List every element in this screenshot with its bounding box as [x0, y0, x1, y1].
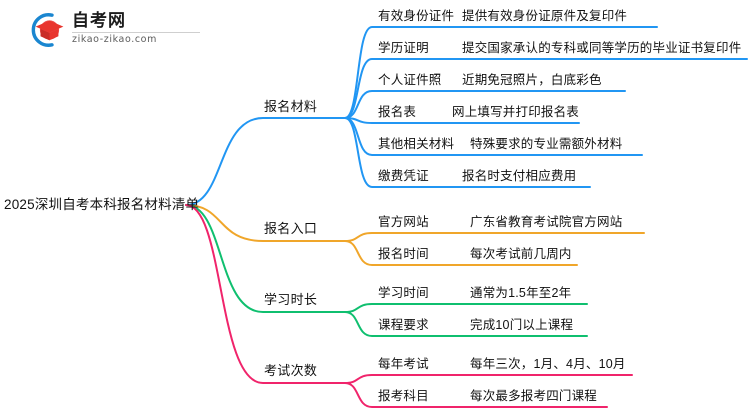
leaf-key[interactable]: 缴费凭证 [378, 169, 429, 183]
root-node-label: 2025深圳自考本科报名材料清单 [4, 197, 200, 212]
leaf-value: 报名时支付相应费用 [462, 169, 577, 183]
leaf-key[interactable]: 报名时间 [378, 247, 429, 261]
leaf-key[interactable]: 课程要求 [378, 318, 429, 332]
branch-label-3[interactable]: 学习时长 [264, 292, 318, 307]
leaf-value: 提供有效身份证原件及复印件 [462, 9, 628, 23]
leaf-value: 每次考试前几周内 [470, 247, 572, 261]
leaf-value: 每次最多报考四门课程 [470, 389, 598, 403]
leaf-key[interactable]: 个人证件照 [378, 73, 442, 87]
logo-divider [72, 32, 200, 33]
leaf-key[interactable]: 每年考试 [378, 357, 429, 371]
site-logo: 自考网 zikao-zikao.com [28, 9, 218, 51]
leaf-key[interactable]: 官方网站 [378, 215, 429, 229]
leaf-value: 广东省教育考试院官方网站 [470, 215, 623, 229]
leaf-value: 每年三次，1月、4月、10月 [470, 357, 626, 371]
branch-label-2[interactable]: 报名入口 [264, 221, 318, 236]
leaf-key[interactable]: 学习时间 [378, 286, 429, 300]
leaf-value: 提交国家承认的专科或同等学历的毕业证书复印件 [462, 41, 742, 55]
leaf-key[interactable]: 其他相关材料 [378, 137, 455, 151]
leaf-value: 近期免冠照片，白底彩色 [462, 73, 602, 87]
leaf-key[interactable]: 报考科目 [378, 389, 429, 403]
graduation-cap-icon [28, 11, 68, 49]
branch-label-4[interactable]: 考试次数 [264, 363, 318, 378]
leaf-key[interactable]: 学历证明 [378, 41, 429, 55]
branch-label-1[interactable]: 报名材料 [264, 99, 318, 114]
leaf-key[interactable]: 有效身份证件 [378, 9, 455, 23]
leaf-value: 特殊要求的专业需额外材料 [470, 137, 623, 151]
logo-domain: zikao-zikao.com [72, 34, 157, 45]
leaf-value: 网上填写并打印报名表 [452, 105, 580, 119]
logo-name: 自考网 [72, 11, 126, 30]
leaf-value: 完成10门以上课程 [470, 318, 574, 332]
leaf-value: 通常为1.5年至2年 [470, 286, 572, 300]
logo-text: 自考网 zikao-zikao.com [72, 10, 217, 46]
leaf-key[interactable]: 报名表 [378, 105, 417, 119]
